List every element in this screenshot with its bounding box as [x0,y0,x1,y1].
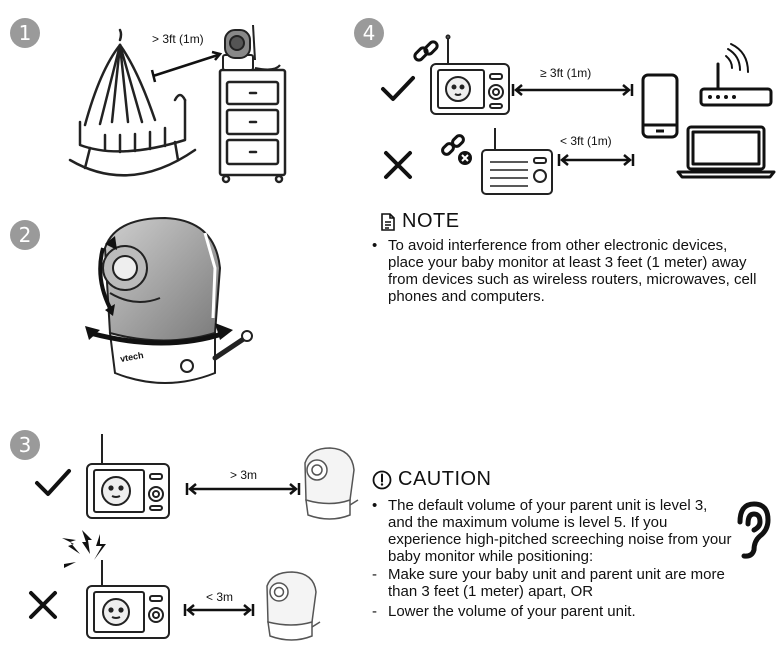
baby-unit-near-illustration [266,571,321,641]
parent-unit-bad-illustration [86,560,170,639]
step4-bad-arrow [557,154,635,166]
note-item: To avoid interference from other electro… [372,237,767,305]
step3-ok-distance-label: > 3m [230,468,258,482]
note-body: To avoid interference from other electro… [372,237,767,305]
caution-heading: Caution [372,468,492,491]
noise-burst-icon [62,530,106,568]
step3-ok-arrow [185,483,301,495]
step3-bad-distance-label: < 3m [206,590,234,604]
check-icon [35,469,71,496]
caution-item: Lower the volume of your parent unit. [372,603,736,620]
caution-icon [372,470,392,489]
step4-ok-arrow [511,84,634,96]
laptop-icon [676,125,776,179]
cross-icon [29,591,57,619]
parent-unit-far-illustration [481,128,553,195]
step-number-1: 1 [10,18,40,48]
camera-rotation-illustration [85,216,253,384]
parent-unit-ok-illustration [86,434,170,519]
cell-phone-icon [641,73,679,139]
caution-title: Caution [398,468,492,490]
ear-icon [737,501,771,559]
cross-icon [384,151,412,179]
step-number-2: 2 [10,220,40,250]
caution-intro: The default volume of your parent unit i… [372,497,736,565]
step-number-4: 4 [354,18,384,48]
note-icon [381,212,395,231]
caution-item: Make sure your baby unit and parent unit… [372,566,736,600]
caution-body: The default volume of your parent unit i… [372,497,736,620]
step4-ok-distance-label: ≥ 3ft (1m) [540,66,592,80]
crib-and-dresser-illustration [68,24,287,184]
parent-unit-near-illustration [430,34,510,115]
step4-bad-distance-label: < 3ft (1m) [560,134,612,148]
link-icon [413,40,439,62]
baby-unit-far-illustration [304,447,359,520]
step-number-3: 3 [10,430,40,460]
check-icon [381,76,415,101]
step1-distance-label: > 3ft (1m) [152,32,204,46]
note-title: Note [402,210,460,232]
note-heading: Note [380,210,460,233]
step3-bad-arrow [183,604,255,616]
broken-link-icon [441,134,472,165]
wireless-router-icon [699,43,773,107]
